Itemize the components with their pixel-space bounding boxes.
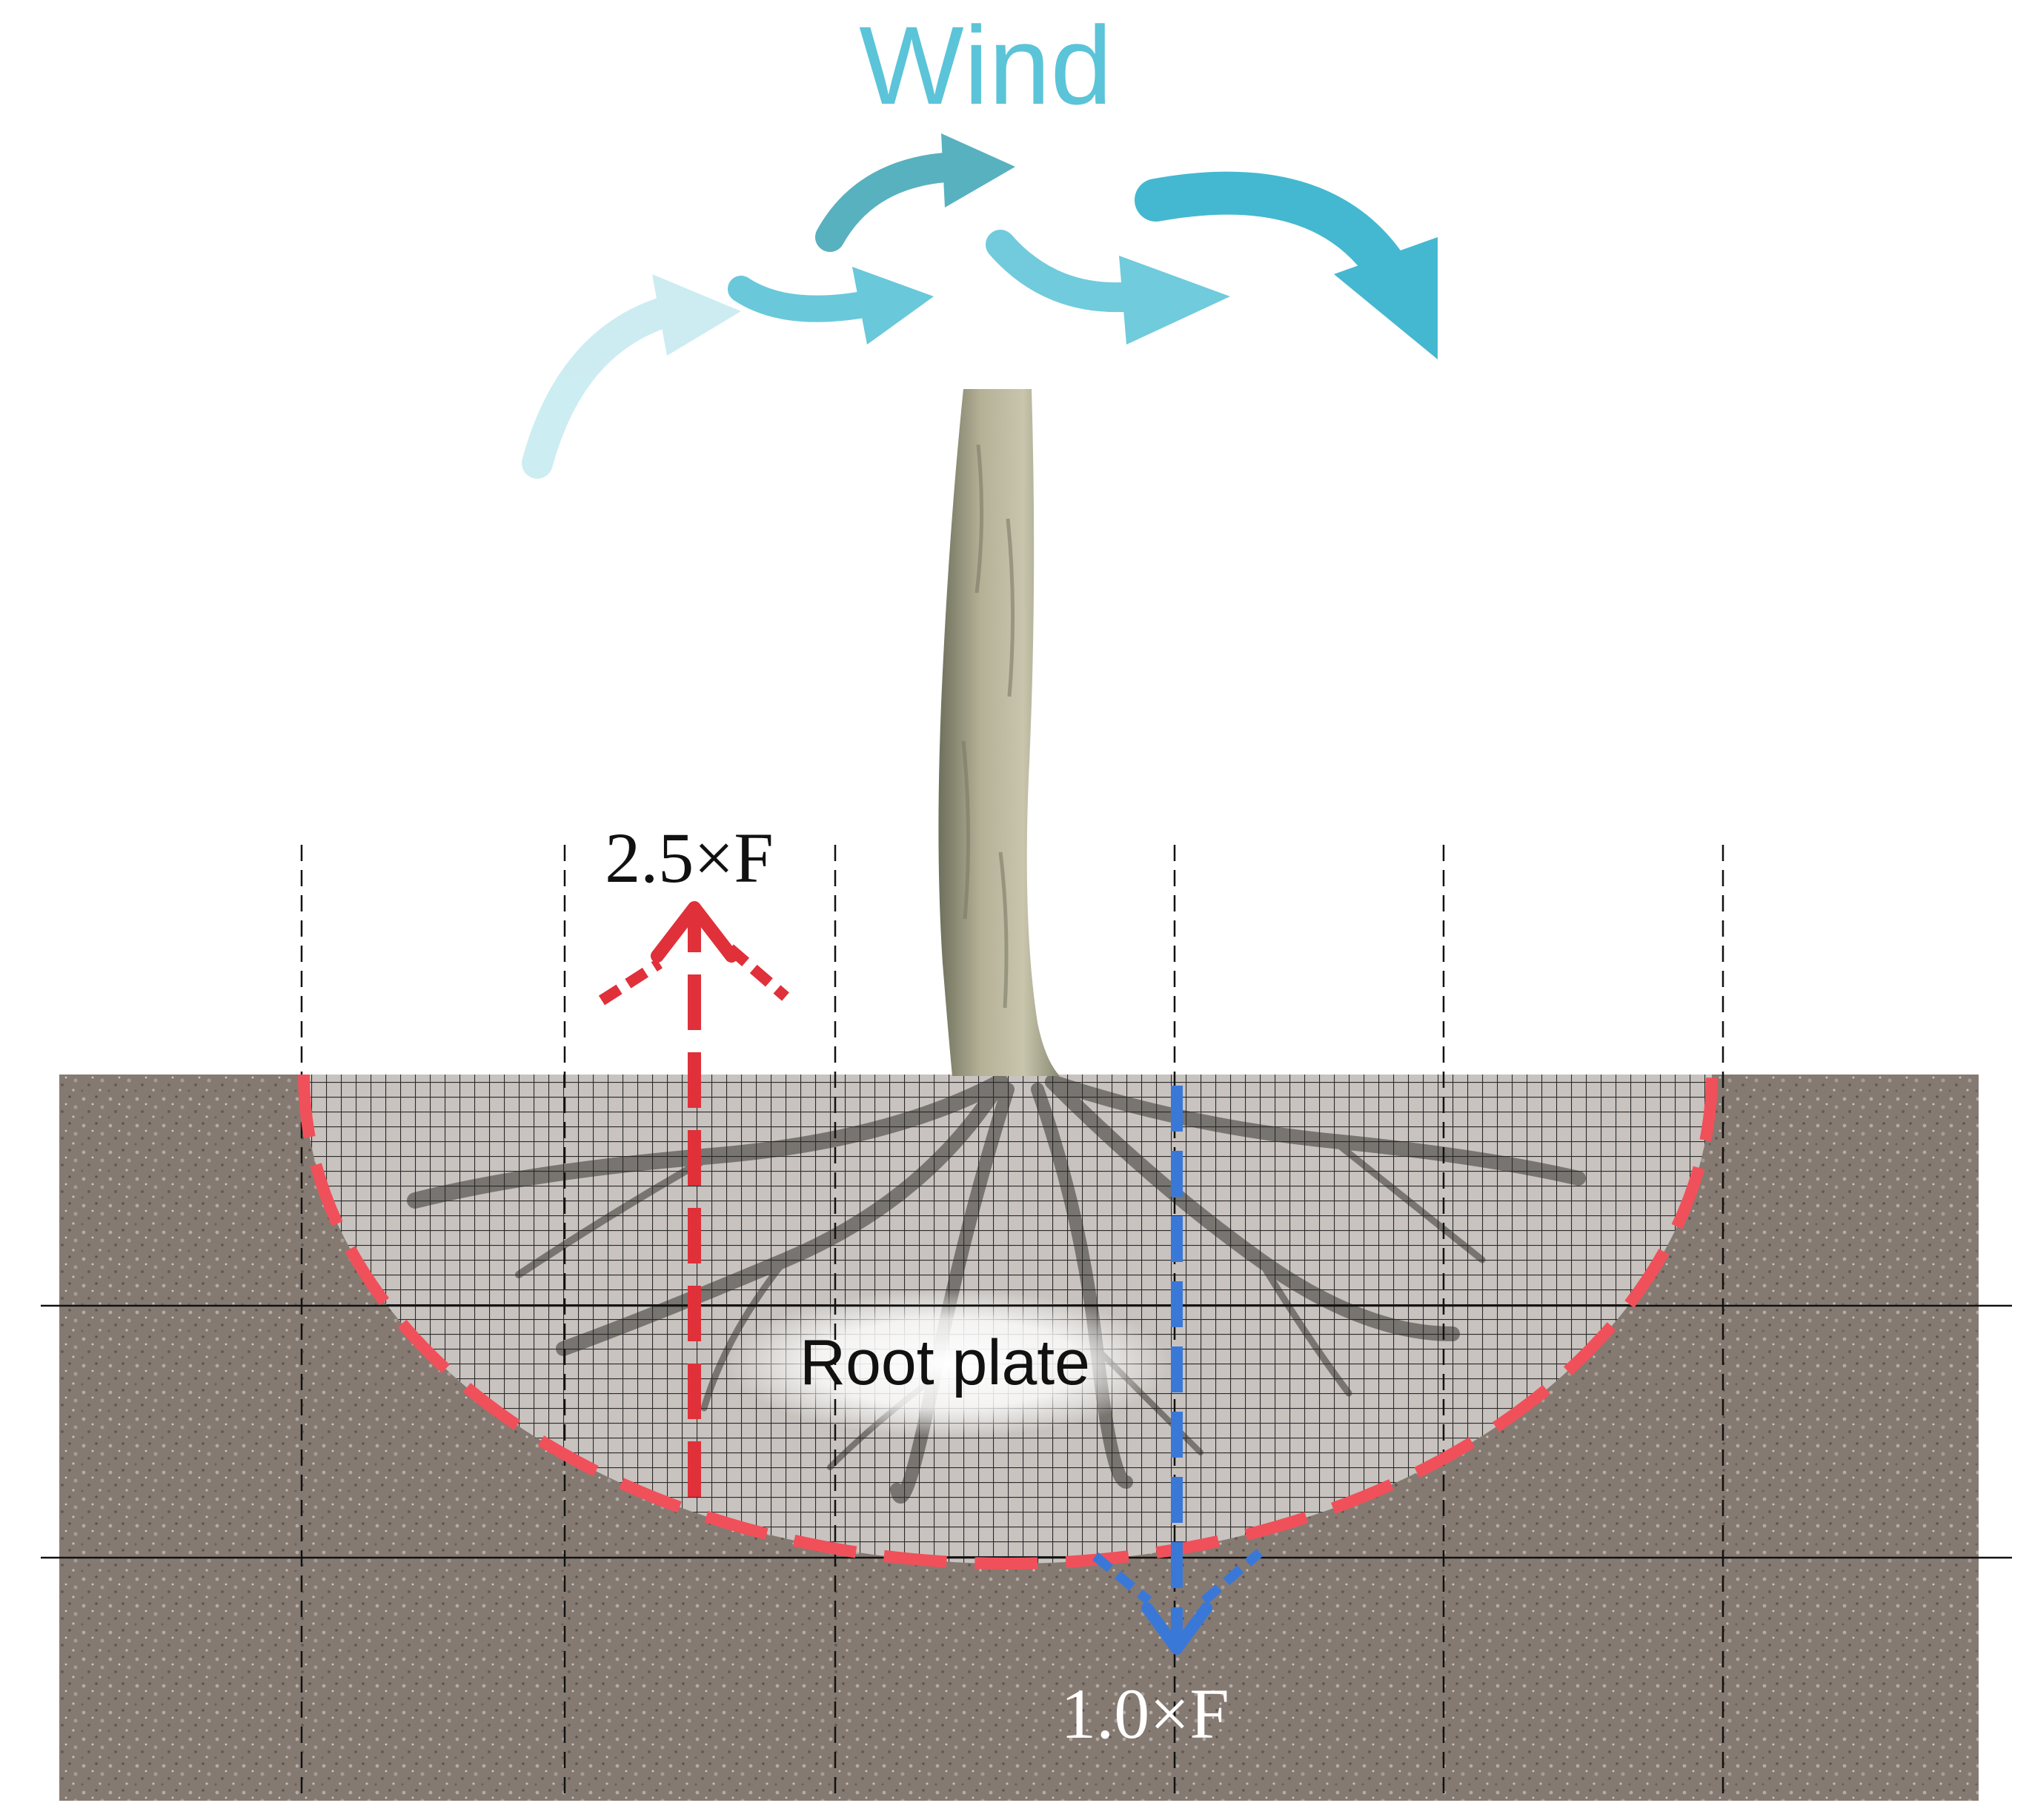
root-plate-label: Root plate bbox=[800, 1327, 1090, 1398]
downward-force-label: 1.0×F bbox=[1060, 1674, 1229, 1753]
tree-trunk-icon bbox=[938, 389, 1060, 1076]
upward-force-arrow bbox=[598, 901, 789, 1497]
curved-arrow-icon bbox=[522, 274, 741, 479]
downward-force-arrow bbox=[1092, 1086, 1264, 1655]
curved-arrow-icon bbox=[815, 133, 1015, 252]
wind-arrows bbox=[522, 133, 1438, 479]
upward-force-label: 2.5×F bbox=[605, 818, 774, 897]
root-plate-outline bbox=[298, 1074, 1718, 1570]
curved-arrow-icon bbox=[986, 230, 1230, 345]
wind-label: Wind bbox=[859, 3, 1112, 127]
curved-arrow-icon bbox=[1135, 171, 1438, 359]
curved-arrow-icon bbox=[728, 267, 934, 345]
